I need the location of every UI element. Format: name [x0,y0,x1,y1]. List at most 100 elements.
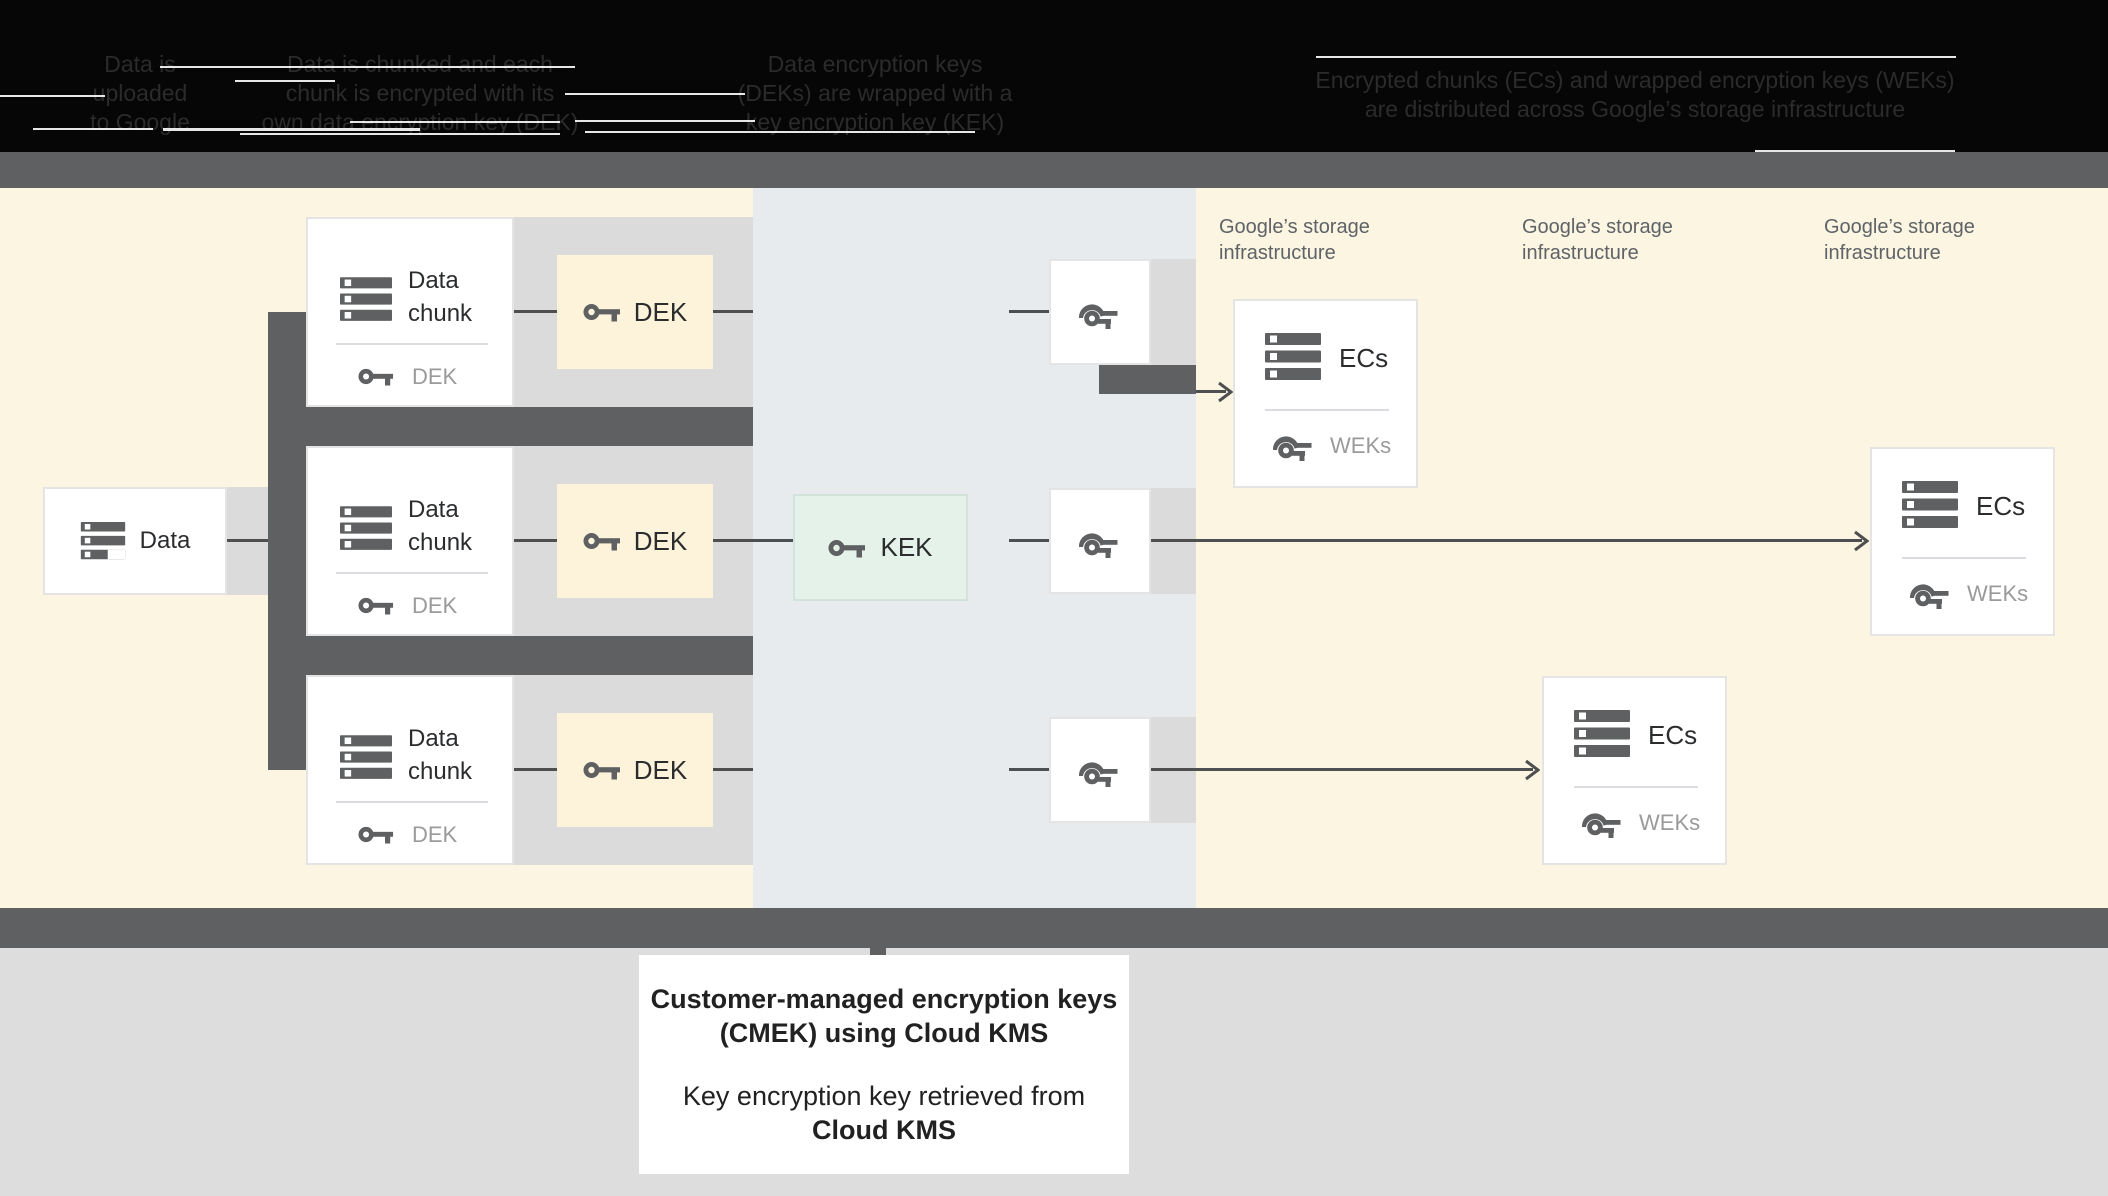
dek-box-label: DEK [633,754,688,785]
caption-title: Customer-managed encryption keys (CMEK) … [639,982,1129,1050]
dek-box-label: DEK [633,525,688,556]
dek-box-1: DEK [557,255,713,369]
header-step-3-line: (DEKs) are wrapped with a [737,80,1013,106]
kek-key-icon [828,537,866,559]
kek-box-label: KEK [880,532,933,562]
chunk-stack-icon [340,735,392,780]
connector-kms-key1-in [1009,310,1049,313]
ecs-box-label: ECs [1339,343,1389,373]
ecs-stack-icon [1265,333,1321,381]
wrapped-key-icon [1079,295,1121,329]
ecs-box-1: ECs WEKs [1233,299,1418,488]
connector-chunk1-dek1 [514,310,557,313]
chunk-key-icon [358,824,394,845]
chunk-key-icon [358,366,394,387]
connector-dek2-kek [713,539,793,542]
chunk-bracket-strip [268,407,753,446]
weks-key-icon [1910,575,1952,609]
connector-dek1-out [713,310,753,313]
connector-dek3-out [713,768,753,771]
header-step-1-line: to Google [90,109,190,135]
ecs-box-label: ECs [1976,491,2026,521]
header-step-3: Data encryption keys (DEKs) are wrapped … [735,50,1015,137]
header-artifact-line [1316,56,1956,58]
row3-arrow-line [1151,768,1533,771]
wrapped-key-icon [1079,753,1121,787]
header-step-2-line: Data is chunked and each [287,51,553,77]
key-box-tab [1151,259,1196,365]
weks-label: WEKs [1967,581,2029,606]
header-step-3-line: key encryption key (KEK) [745,109,1005,135]
connector-chunk3-dek3 [514,768,557,771]
header-step-4: Encrypted chunks (ECs) and wrapped encry… [1290,66,1980,124]
header-artifact-line [565,93,745,95]
chunk-title-line: Data [408,725,459,752]
header-step-1: Data is uploaded to Google [40,50,240,137]
data-chunk-box-1: Data chunk DEK [306,217,514,407]
chunk-key-label: DEK [412,822,458,847]
storage-label-3: Google’s storage infrastructure [1824,214,1975,266]
row2-arrow-line [1151,539,1862,542]
header-artifact-line [1755,150,1955,152]
data-box: Data [43,487,227,595]
wrapped-key-icon [1079,524,1121,558]
storage-label-line: infrastructure [1219,242,1336,264]
data-chunk-box-3: Data chunk DEK [306,675,514,865]
dek-box-2: DEK [557,484,713,598]
row1-arrowhead [1216,381,1233,403]
weks-key-icon [1582,804,1624,838]
chunk-title: Data chunk [408,722,472,788]
data-stack-icon [80,522,126,560]
header-artifact-line [163,128,420,131]
chunk-title-line: chunk [408,758,473,785]
storage-label-line: Google’s storage [1824,216,1975,238]
chunk-bracket-strip [268,636,753,675]
ecs-separator [1574,786,1698,788]
weks-label: WEKs [1330,433,1392,458]
caption-subtitle-line: Key encryption key retrieved from [682,1081,1086,1111]
ecs-box-3: ECs WEKs [1542,676,1727,865]
ecs-stack-icon [1574,710,1630,758]
storage-label-line: Google’s storage [1219,216,1370,238]
header-artifact-line [240,133,560,135]
row2-arrowhead [1852,530,1869,552]
chunk-title: Data chunk [408,264,472,330]
kek-box: KEK [793,494,968,601]
dek-box-3: DEK [557,713,713,827]
chunk-title: Data chunk [408,493,472,559]
caption-connector-nub [870,948,886,958]
dek-key-icon [583,759,621,781]
chunk-separator [336,801,488,803]
top-divider-bar [0,152,2108,188]
weks-key-icon [1273,427,1315,461]
header-step-1-line: Data is [104,51,176,77]
storage-label-1: Google’s storage infrastructure [1219,214,1370,266]
chunk-separator [336,343,488,345]
chunk-title-line: Data [408,496,459,523]
dek-box-label: DEK [633,296,688,327]
header-step-4-line: are distributed across Google’s storage … [1364,96,1906,122]
storage-label-line: Google’s storage [1522,216,1673,238]
caption-title-line: (CMEK) using Cloud KMS [719,1018,1049,1048]
header-step-4-line: Encrypted chunks (ECs) and wrapped encry… [1315,67,1955,93]
dek-key-icon [583,530,621,552]
storage-label-line: infrastructure [1522,242,1639,264]
ecs-separator [1902,557,2026,559]
chunk-stack-icon [340,506,392,551]
ecs-stack-icon [1902,481,1958,529]
row1-arrow-line [1196,390,1226,393]
chunk-separator [336,572,488,574]
header-band [0,0,2108,152]
ecs-separator [1265,409,1389,411]
header-artifact-line [350,121,560,123]
header-step-2-line: chunk is encrypted with its [285,80,555,106]
row1-out-bar [1099,365,1196,394]
wrapped-key-box-2 [1049,488,1151,594]
data-box-label: Data [139,527,191,554]
weks-label: WEKs [1639,810,1701,835]
connector-kms-key3-in [1009,768,1049,771]
chunk-bracket-vertical [268,312,310,770]
connector-chunk2-dek2 [514,539,557,542]
chunk-title-line: chunk [408,529,473,556]
header-artifact-line [575,120,755,122]
